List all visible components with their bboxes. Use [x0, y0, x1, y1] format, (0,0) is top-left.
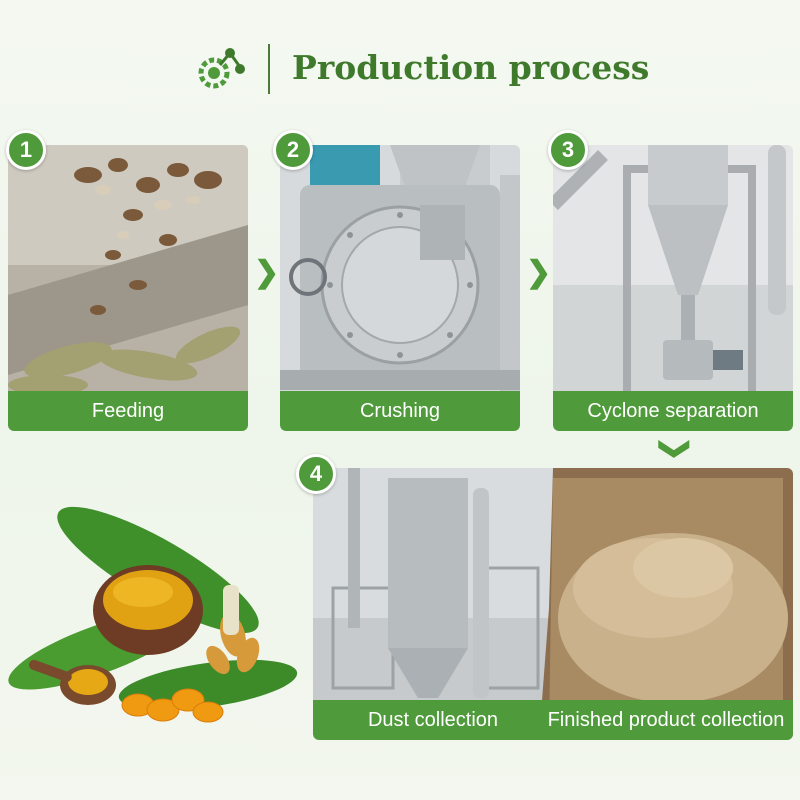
chevron-icon: ❯: [526, 256, 552, 289]
step-number-badge: 4: [296, 454, 336, 494]
gear-network-icon: [198, 48, 245, 89]
header-divider: [268, 44, 270, 94]
step-card-feeding: Feeding: [8, 145, 248, 431]
cyclone-photo: [553, 145, 793, 431]
step-label-crushing: Crushing: [280, 391, 520, 431]
step-number-badge: 3: [548, 130, 588, 170]
step-label-finished-product-collection: Finished product collection: [547, 708, 785, 731]
collection-photo: [313, 468, 793, 740]
chevron-down-icon: ❯: [659, 436, 692, 462]
step-card-collection: Dust collection Finished product collect…: [313, 468, 793, 740]
chevron-icon: ❯: [254, 256, 280, 289]
turmeric-illustration: [8, 506, 298, 723]
step-label-feeding: Feeding: [8, 391, 248, 431]
step-label-cyclone-separation: Cyclone separation: [553, 391, 793, 431]
step-label-dust-collection: Dust collection: [367, 708, 499, 731]
step-card-crushing: Crushing: [280, 145, 520, 431]
step-number-badge: 1: [6, 130, 46, 170]
step-number-badge: 2: [273, 130, 313, 170]
crusher-photo: [280, 145, 520, 431]
feeding-photo: [8, 145, 248, 431]
step-label-bar: [313, 700, 793, 740]
page-title: Production process: [292, 48, 650, 87]
step-card-cyclone-separation: Cyclone separation: [553, 145, 793, 431]
